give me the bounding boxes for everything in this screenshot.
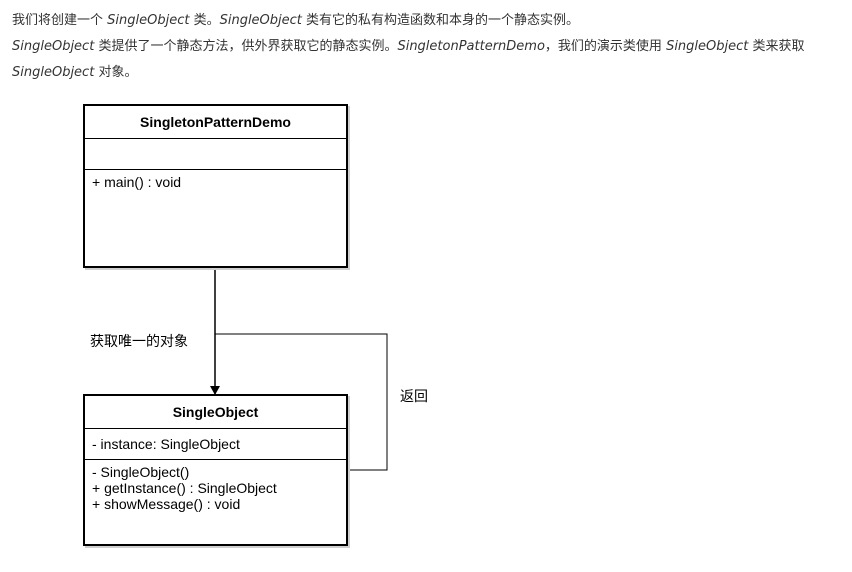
class-name: SingletonPatternDemo [85,106,346,139]
methods-section: + main() : void [85,170,346,194]
method: + showMessage() : void [92,496,241,512]
arrow-label: 获取唯一的对象 [90,334,188,350]
intro-class-name: SingleObject [666,39,749,54]
intro-class-name: SingleObject [219,13,302,28]
intro-class-name: SingleObject [107,13,190,28]
attribute: - instance: SingleObject [92,436,240,452]
intro-text-segment: 对象。 [94,65,138,80]
return-label: 返回 [400,389,428,405]
methods-section: - SingleObject() + getInstance() : Singl… [85,460,346,516]
intro-class-name: SingleObject [12,65,95,80]
attributes-section [85,139,346,170]
intro-line-2: SingleObject 类提供了一个静态方法，供外界获取它的静态实例。Sing… [12,34,848,86]
return-line [215,333,388,471]
intro-line-1: 我们将创建一个 SingleObject 类。SingleObject 类有它的… [12,8,848,34]
intro-text-segment: 类。 [189,13,220,28]
intro-text-segment: 类来获取 [748,39,805,54]
method: + getInstance() : SingleObject [92,480,277,496]
class-name: SingleObject [85,396,346,429]
intro-class-name: SingletonPatternDemo [397,39,545,54]
intro-class-name: SingleObject [12,39,95,54]
intro-text-segment: 类有它的私有构造函数和本身的一个静态实例。 [301,13,580,28]
class-box-single-object: SingleObject - instance: SingleObject - … [83,394,348,546]
attributes-section: - instance: SingleObject [85,429,346,460]
intro-text-segment: 我们将创建一个 [12,13,108,28]
intro-text-segment: 类提供了一个静态方法，供外界获取它的静态实例。 [94,39,398,54]
method: + main() : void [92,174,182,190]
class-box-singleton-pattern-demo: SingletonPatternDemo + main() : void [83,104,348,268]
method: - SingleObject() [92,464,190,480]
intro-text-segment: ，我们的演示类使用 [544,39,667,54]
intro-text: 我们将创建一个 SingleObject 类。SingleObject 类有它的… [12,8,848,86]
